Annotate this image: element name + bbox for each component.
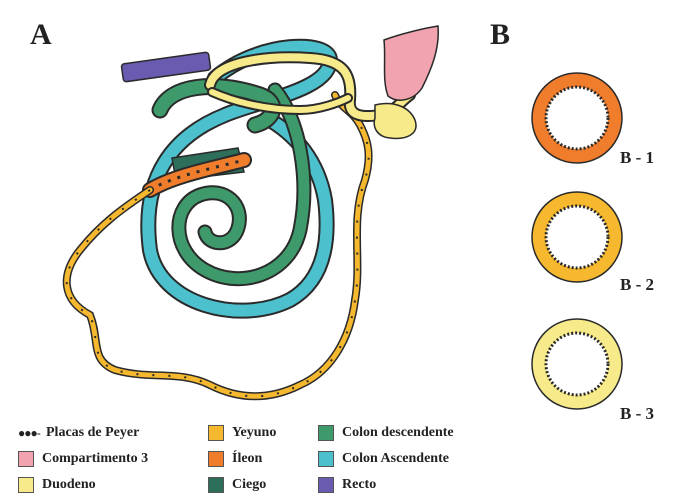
legend-swatch-ileon: [208, 451, 224, 467]
legend-swatch-yeyuno: [208, 425, 224, 441]
ring-label-b1: B - 1: [620, 148, 654, 167]
legend-item-placas: ●●●- Placas de Peyer: [18, 422, 139, 444]
ring-b2: [531, 191, 623, 283]
panel-label-b: B: [490, 18, 511, 51]
legend-label-colon-ascendente: Colon Ascendente: [342, 451, 449, 466]
ring-b1: [531, 72, 623, 164]
legend-item-colon-ascendente: Colon Ascendente: [318, 448, 449, 470]
legend-item-colon-descendente: Colon descendente: [318, 422, 454, 444]
legend-item-ciego: Ciego: [208, 474, 266, 496]
legend-label-recto: Recto: [342, 477, 377, 492]
legend-item-yeyuno: Yeyuno: [208, 422, 276, 444]
legend-item-recto: Recto: [318, 474, 376, 496]
peyer-patch-icon: ●●●-: [18, 425, 41, 440]
legend-label-ileon: Íleon: [232, 451, 263, 466]
ring-label-b2: B - 2: [620, 275, 654, 294]
legend-item-ileon: Íleon: [208, 448, 262, 470]
legend-swatch-colon-descendente: [318, 425, 334, 441]
legend-item-compartimento3: Compartimento 3: [18, 448, 148, 470]
legend-label-colon-descendente: Colon descendente: [342, 425, 454, 440]
legend-swatch-ciego: [208, 477, 224, 493]
legend-swatch-colon-ascendente: [318, 451, 334, 467]
legend-label-compartimento3: Compartimento 3: [42, 451, 149, 466]
panel-label-a: A: [30, 18, 52, 51]
ring-b3: [531, 318, 623, 410]
legend-item-duodeno: Duodeno: [18, 474, 96, 496]
legend-label-placas: Placas de Peyer: [46, 425, 140, 440]
legend: ●●●- Placas de Peyer Yeyuno Colon descen…: [18, 422, 478, 500]
legend-label-duodeno: Duodeno: [42, 477, 96, 492]
legend-swatch-recto: [318, 477, 334, 493]
recto-segment: [120, 51, 212, 83]
ring-label-b3: B - 3: [620, 404, 654, 423]
compartimento3-segment: [383, 25, 439, 101]
legend-label-ciego: Ciego: [232, 477, 267, 492]
legend-swatch-duodeno: [18, 477, 34, 493]
legend-label-yeyuno: Yeyuno: [232, 425, 277, 440]
legend-swatch-compartimento3: [18, 451, 34, 467]
